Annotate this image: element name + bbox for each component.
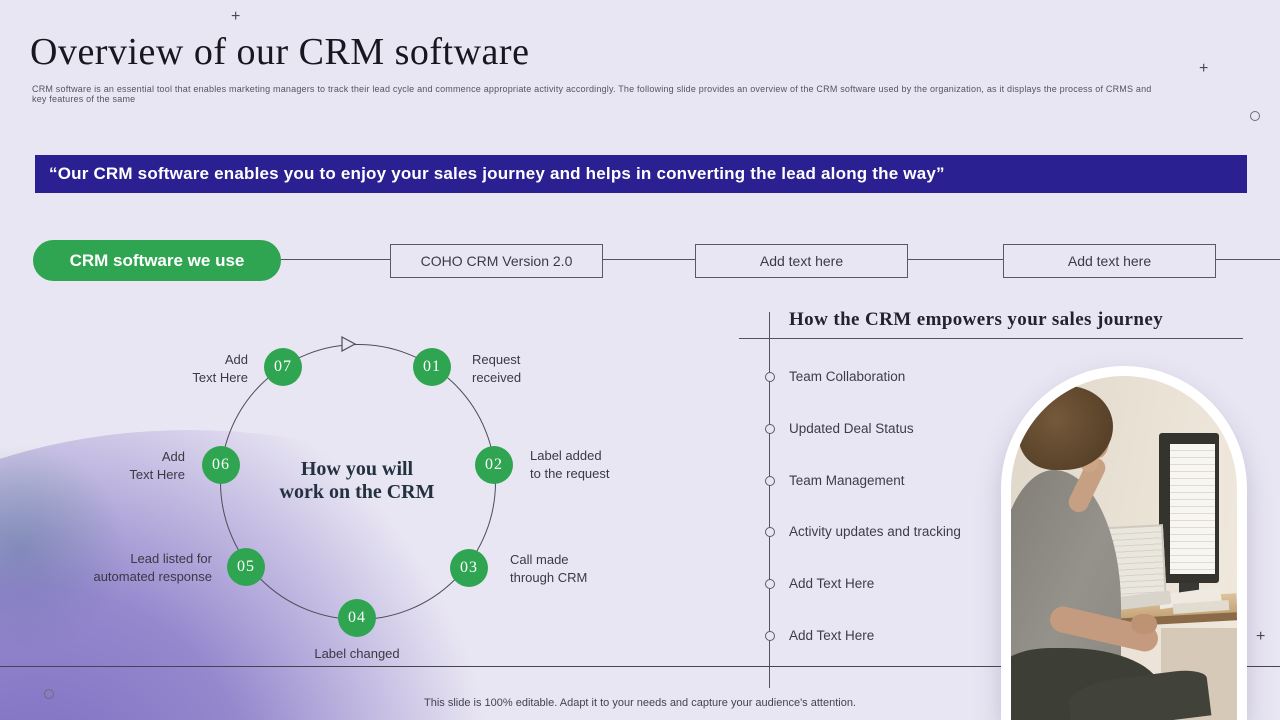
page-title: Overview of our CRM software [30, 31, 530, 73]
benefit-item: Add Text Here [765, 576, 874, 591]
circle-decoration-top-right [1250, 111, 1260, 121]
software-box-placeholder-2[interactable]: Add text here [1003, 244, 1216, 278]
software-box-coho[interactable]: COHO CRM Version 2.0 [390, 244, 603, 278]
circle-decoration-bottom-left [44, 689, 54, 699]
cycle-label-03: Call made through CRM [510, 552, 588, 585]
bullet-icon [765, 526, 775, 537]
benefit-item: Team Collaboration [765, 369, 905, 384]
benefit-item: Activity updates and tracking [765, 524, 961, 539]
cycle-node-04: 04 [338, 599, 376, 637]
benefit-label-placeholder[interactable]: Add Text Here [789, 576, 875, 591]
benefit-label: Activity updates and tracking [789, 524, 961, 539]
benefit-label-placeholder[interactable]: Add Text Here [789, 628, 875, 643]
footer-note: This slide is 100% editable. Adapt it to… [424, 697, 856, 709]
cycle-label-06-placeholder[interactable]: Add Text Here [129, 449, 185, 482]
software-box-placeholder-1[interactable]: Add text here [695, 244, 908, 278]
cycle-label-02: Label added to the request [530, 448, 610, 481]
cycle-label-01: Request received [472, 352, 522, 385]
person-hair [1019, 386, 1113, 470]
cycle-label-07-placeholder[interactable]: Add Text Here [192, 352, 248, 385]
bullet-icon [765, 578, 775, 589]
person-photo-frame [1001, 366, 1247, 720]
bullet-icon [765, 630, 775, 641]
monitor-screen [1170, 444, 1215, 574]
benefit-label: Team Collaboration [789, 369, 906, 384]
cycle-center-title-line2: work on the CRM [279, 481, 435, 503]
crm-software-pill: CRM software we use [33, 240, 281, 281]
cycle-node-02: 02 [475, 446, 513, 484]
benefit-label: Updated Deal Status [789, 421, 914, 436]
cycle-node-06: 06 [202, 446, 240, 484]
bullet-icon [765, 371, 775, 382]
benefits-underline [739, 338, 1243, 339]
cycle-label-04: Label changed [314, 646, 400, 661]
bullet-icon [765, 423, 775, 434]
quote-banner: “Our CRM software enables you to enjoy y… [35, 155, 1247, 193]
person-at-desk-photo [1011, 376, 1237, 720]
cycle-center-title-line1: How you will [300, 458, 414, 480]
cycle-center-title: How you will work on the CRM [247, 458, 467, 504]
plus-decoration-top: + [231, 8, 241, 25]
person-hand [1131, 614, 1157, 634]
plus-decoration-right: + [1199, 60, 1209, 77]
benefit-item: Team Management [765, 473, 905, 488]
cycle-arrow-icon [341, 336, 357, 352]
cycle-node-05: 05 [227, 548, 265, 586]
benefit-item: Updated Deal Status [765, 421, 914, 436]
quote-text: “Our CRM software enables you to enjoy y… [49, 164, 945, 183]
bottom-divider-line [0, 666, 1280, 667]
benefit-item: Add Text Here [765, 628, 874, 643]
plus-decoration-bottom-right: + [1256, 628, 1266, 645]
cycle-node-03: 03 [450, 549, 488, 587]
cycle-node-01: 01 [413, 348, 451, 386]
benefit-label: Team Management [789, 473, 905, 488]
cycle-node-07: 07 [264, 348, 302, 386]
benefits-vertical-line [769, 312, 770, 688]
cycle-label-05: Lead listed for automated response [93, 551, 212, 584]
crm-software-pill-label: CRM software we use [69, 250, 245, 270]
benefits-title: How the CRM empowers your sales journey [789, 309, 1164, 330]
page-subtitle: CRM software is an essential tool that e… [32, 84, 1152, 104]
bullet-icon [765, 475, 775, 486]
